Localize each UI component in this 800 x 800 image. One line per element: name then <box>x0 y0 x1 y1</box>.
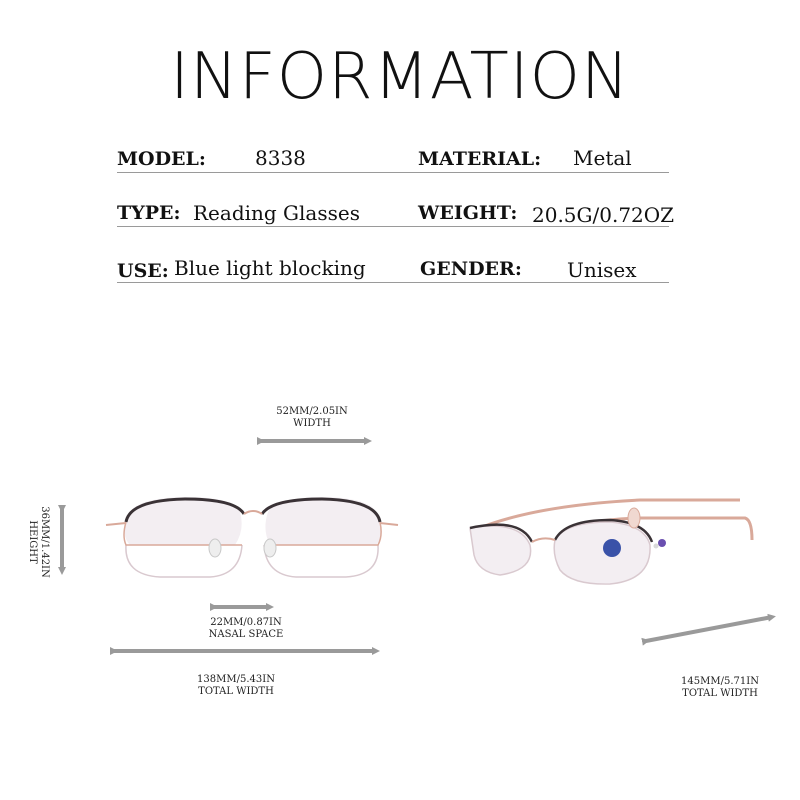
gender-value: Unisex <box>567 258 637 282</box>
lens-height-caption: HEIGHT <box>27 520 38 564</box>
material-label: MATERIAL: <box>418 148 542 170</box>
type-value: Reading Glasses <box>193 201 360 225</box>
model-label: MODEL: <box>117 148 206 170</box>
front-glasses-image <box>105 497 399 578</box>
temple-length-value: 145MM/5.71IN <box>681 676 759 687</box>
lens-height-value: 36MM/1.42IN <box>39 506 50 578</box>
page-title: INFORMATION <box>170 40 630 114</box>
use-label: USE: <box>117 260 169 282</box>
weight-label: WEIGHT: <box>418 202 518 224</box>
divider-1 <box>117 172 669 173</box>
dimension-arrows <box>58 437 776 655</box>
lens-width-label: 52MM/2.05IN WIDTH <box>262 406 362 430</box>
nasal-space-caption: NASAL SPACE <box>208 629 284 640</box>
divider-2 <box>117 226 669 227</box>
frame-width-label: 138MM/5.43IN TOTAL WIDTH <box>186 674 286 698</box>
model-value: 8338 <box>255 146 306 170</box>
lens-width-caption: WIDTH <box>293 418 331 429</box>
gender-label: GENDER: <box>420 258 522 280</box>
temple-length-caption: TOTAL WIDTH <box>682 688 758 699</box>
lens-width-value: 52MM/2.05IN <box>276 406 348 417</box>
nasal-space-label: 22MM/0.87IN NASAL SPACE <box>196 617 296 641</box>
side-glasses-image <box>469 498 754 585</box>
temple-length-label: 145MM/5.71IN TOTAL WIDTH <box>670 676 770 700</box>
type-label: TYPE: <box>117 202 181 224</box>
frame-width-value: 138MM/5.43IN <box>197 674 275 685</box>
temple-arrow <box>641 613 776 646</box>
material-value: Metal <box>573 146 632 170</box>
use-value: Blue light blocking <box>174 256 366 280</box>
weight-value: 20.5G/0.72OZ <box>532 203 675 227</box>
nasal-space-value: 22MM/0.87IN <box>210 617 282 628</box>
divider-3 <box>117 282 669 283</box>
lens-height-label: 36MM/1.42IN HEIGHT <box>26 492 50 592</box>
frame-width-caption: TOTAL WIDTH <box>198 686 274 697</box>
